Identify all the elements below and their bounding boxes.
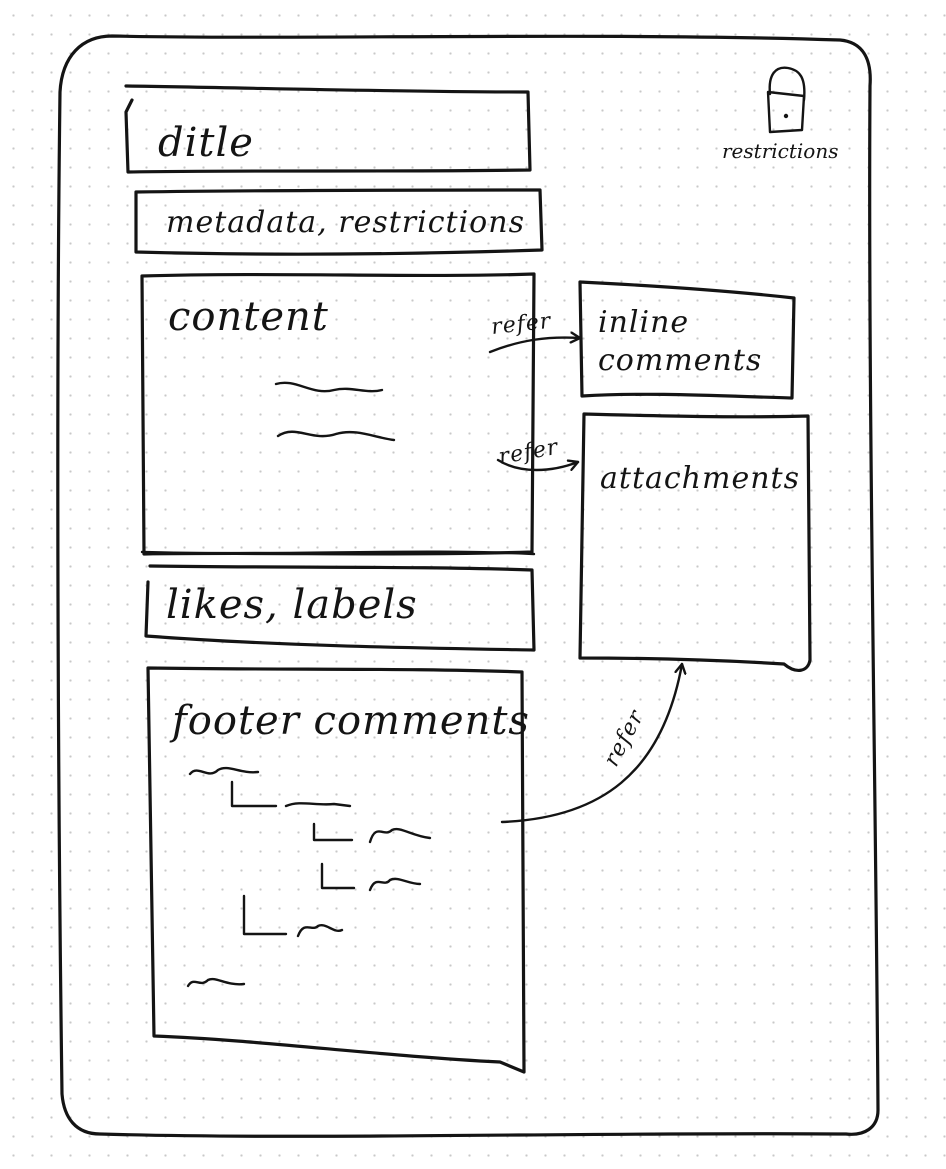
content-text-squiggle [276,430,396,442]
content-block: content [140,272,536,556]
footer-comments-block: footer comments [146,666,530,1074]
title-block: ditle [124,84,532,174]
refer-arrow-attachments: refer [496,435,580,472]
likes-labels-block: likes, labels [144,564,536,652]
refer-arrow-line [488,338,582,354]
comment-squiggle [368,877,422,892]
attachments-label: attachments [600,461,800,496]
padlock-icon [766,66,806,134]
title-label: ditle [158,120,254,166]
footer-comments-box [146,666,526,1074]
footer-comments-label: footer comments [169,698,530,744]
reply-connector [242,894,288,936]
comment-squiggle [284,802,352,808]
refer-arrow-label: refer [497,435,561,470]
reply-connector [312,822,354,842]
comment-squiggle [188,766,260,776]
padlock-body [766,90,806,134]
comment-squiggle [186,977,246,988]
metadata-box [134,188,544,256]
comment-squiggle [368,827,432,844]
inline-comments-block: inline comments [578,280,796,400]
reply-connector [320,862,356,890]
refer-arrow-line [500,662,682,824]
likes-labels-label: likes, labels [166,582,418,628]
inline-comments-label-line2: comments [598,343,762,378]
attachments-block: attachments [578,412,812,672]
refer-arrow-line [496,458,580,472]
content-divider-line [140,550,536,556]
restrictions-label: restrictions [722,139,838,163]
metadata-label: metadata, restrictions [166,205,525,240]
reply-connector [230,780,278,808]
page-outline [56,34,880,1138]
inline-comments-box [578,280,796,400]
metadata-block: metadata, restrictions [134,188,544,256]
content-label: content [168,294,329,340]
inline-comments-label-line1: inline [598,305,689,340]
padlock-keyhole [783,113,789,119]
refer-arrow-label: refer [490,309,553,340]
attachments-box [578,412,812,672]
content-text-squiggle [274,381,384,393]
comment-thread-sketch [186,766,432,988]
padlock-shackle [768,66,806,102]
likes-labels-box [144,564,536,652]
comment-squiggle [296,923,344,938]
title-box [124,84,532,174]
